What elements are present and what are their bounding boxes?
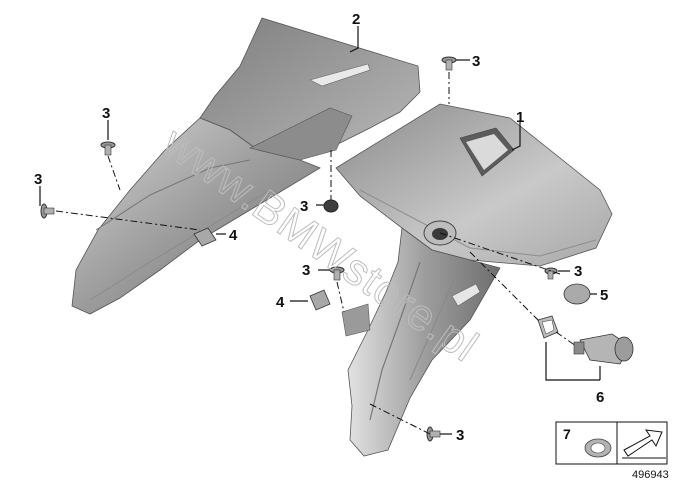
callouts: 1 2 3 3 3 3 3 3 3 4 4 5 6 (34, 11, 608, 444)
callout-6: 6 (596, 389, 604, 406)
screw-3e (329, 266, 345, 281)
clip-nut-4b (309, 289, 331, 311)
washer-7 (584, 438, 612, 458)
legend-box: 7 (555, 421, 668, 465)
callout-4a: 4 (229, 227, 238, 244)
assembly-lines (55, 72, 577, 435)
part-2-side-cover (71, 17, 421, 315)
screw-3c (40, 203, 55, 219)
callout-3d: 3 (300, 198, 308, 215)
callout-3f: 3 (574, 263, 582, 280)
callout-3c: 3 (34, 171, 42, 188)
reference-number: 496943 (632, 469, 669, 481)
callout-3a: 3 (472, 53, 480, 70)
screw-3g (426, 426, 441, 442)
callout-2: 2 (352, 11, 360, 28)
clip-nut-4a (193, 227, 217, 247)
callout-3e: 3 (302, 262, 310, 279)
screw-3d (323, 199, 339, 213)
callout-1: 1 (516, 109, 524, 126)
arrow-icon (622, 429, 666, 459)
leader-lines (39, 26, 601, 435)
cap-5 (563, 283, 591, 305)
callout-4b: 4 (276, 294, 285, 311)
fastener-set-6 (537, 315, 634, 365)
callout-7: 7 (563, 426, 571, 442)
screw-3a (441, 56, 457, 71)
screw-3f (544, 267, 558, 280)
screw-3b (100, 141, 116, 156)
part-1-front-cover (335, 103, 613, 457)
callout-3g: 3 (456, 427, 464, 444)
callout-3b: 3 (102, 105, 110, 122)
callout-5: 5 (600, 287, 608, 304)
